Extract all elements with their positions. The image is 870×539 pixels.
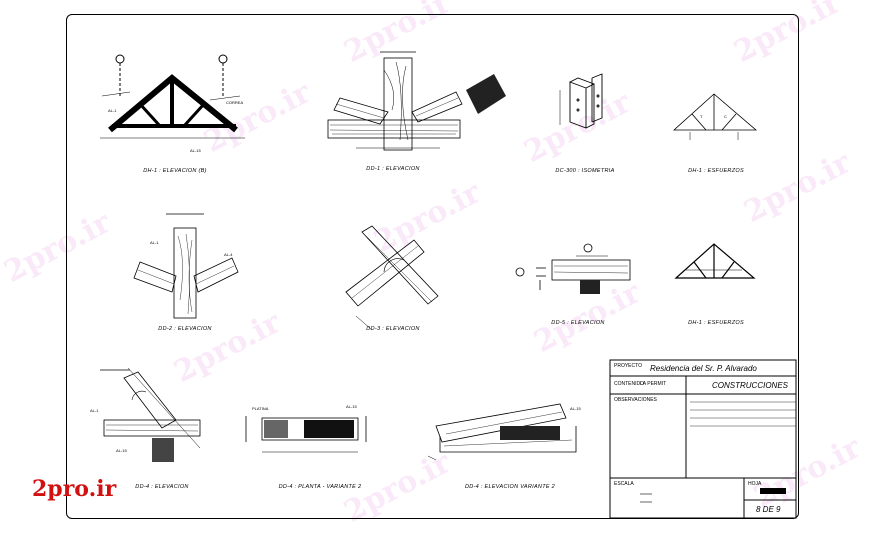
drawing-caption: DH-1 : ESFUERZOS (688, 320, 744, 326)
sheet-subtitle: LA PERMIT (640, 381, 667, 387)
drawing-caption: DH-1 : ESFUERZOS (688, 168, 744, 174)
connector-isometric-drawing (559, 73, 603, 129)
drawing-caption: DC-300 : ISOMETRIA (555, 168, 615, 174)
svg-text:AL-15: AL-15 (570, 406, 581, 411)
joint-elevation-drawing (327, 51, 506, 151)
sheet-title: CONSTRUCCIONES (712, 381, 789, 390)
drawing-caption: DD-3 : ELEVACION (366, 326, 420, 332)
drawing-sheet-border (66, 14, 799, 519)
truss-elevation-drawing: AL-1 CORREA AL-15 (100, 54, 245, 153)
svg-text:AL-1: AL-1 (90, 408, 99, 413)
connector-elevation-drawing (515, 243, 631, 294)
svg-text:AL-1: AL-1 (150, 240, 159, 245)
cross-joint-elevation-drawing: AL-1 AL-4 (133, 213, 239, 319)
svg-text:AL-15: AL-15 (190, 148, 201, 153)
rafter-joint-elevation-drawing: AL-1 AL-15 (90, 367, 201, 462)
project-label: PROYECTO (614, 363, 642, 369)
project-name: Residencia del Sr. P. Alvarado (650, 364, 757, 373)
svg-text:AL-4: AL-4 (224, 252, 233, 257)
svg-text:AL-15: AL-15 (116, 448, 127, 453)
drawing-caption: DD-4 : PLANTA - VARIANTE 2 (278, 484, 362, 490)
plan-variant-drawing: PLATINA AL-15 (245, 404, 367, 453)
drawing-caption: DD-4 : ELEVACION VARIANTE 2 (464, 484, 556, 490)
truss-forces-drawing: T C (672, 93, 758, 140)
watermark-logo: 2pro.ir (32, 476, 117, 502)
diagonal-joint-elevation-drawing (345, 225, 439, 331)
drawing-caption: DD-4 : ELEVACION (135, 484, 189, 490)
svg-text:AL-15: AL-15 (346, 404, 357, 409)
svg-text:PLATINA: PLATINA (252, 406, 269, 411)
notes-label: OBSERVACIONES (614, 397, 657, 403)
drawing-caption: DD-2 : ELEVACION (158, 326, 212, 332)
svg-text:T: T (700, 114, 703, 119)
sheet-label: CONTENIDO (614, 381, 644, 387)
drawing-caption: DD-5 : ELEVACION (551, 320, 605, 326)
svg-text:AL-1: AL-1 (108, 108, 117, 113)
scale-label: ESCALA (614, 481, 634, 487)
sheet-number: 8 DE 9 (756, 505, 781, 514)
svg-text:C: C (724, 114, 727, 119)
truss-forces-drawing-2 (674, 243, 756, 279)
drawing-caption: DD-1 : ELEVACION (366, 166, 420, 172)
sheet-number-label: HOJA (748, 481, 762, 487)
title-block-frame (609, 359, 797, 519)
svg-text:CORREA: CORREA (226, 100, 243, 105)
elevation-variant-drawing: AL-15 (427, 403, 581, 461)
drawing-caption: DH-1 : ELEVACION (B) (143, 168, 207, 174)
